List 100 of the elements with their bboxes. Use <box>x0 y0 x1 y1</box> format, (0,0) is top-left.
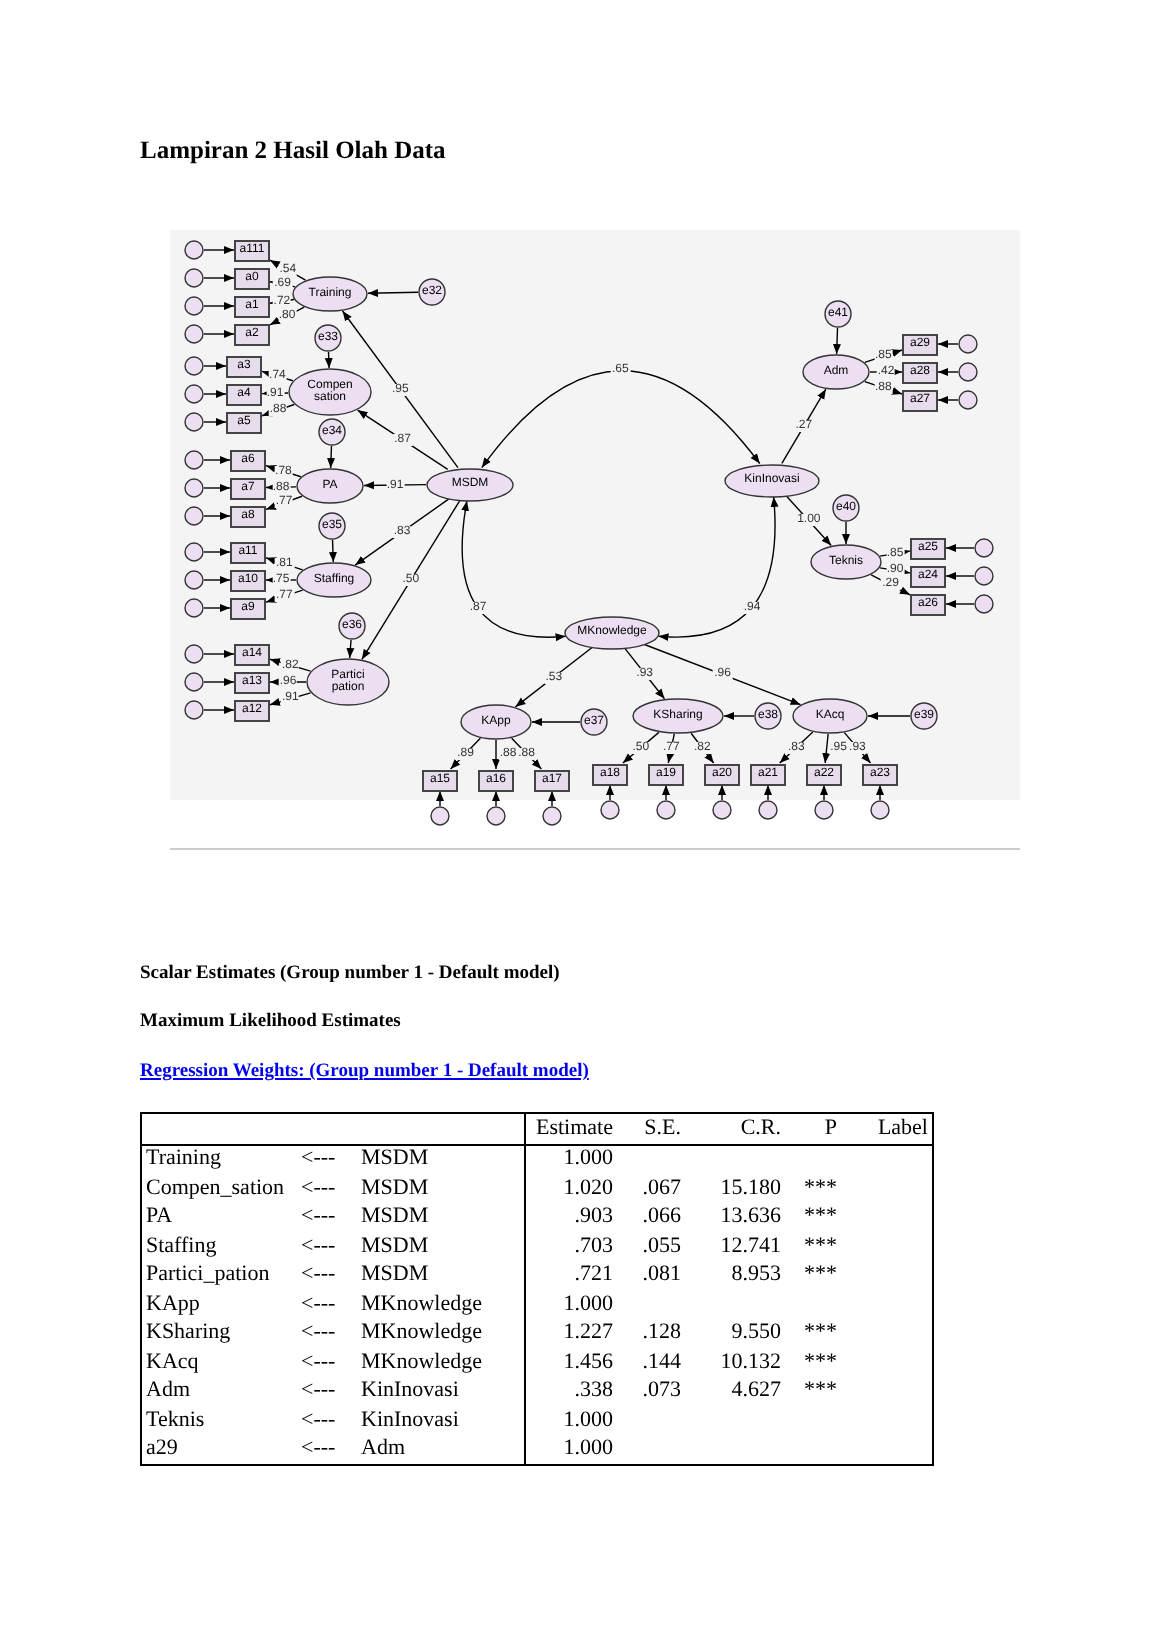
error-circle <box>958 334 978 354</box>
error-circle <box>974 566 994 586</box>
table-cell-text: <--- <box>299 1348 338 1377</box>
table-cell: MKnowledge <box>357 1348 525 1377</box>
table-cell-text: .067 <box>640 1174 683 1203</box>
arrow <box>945 544 975 552</box>
double-headed-arrow <box>461 500 567 641</box>
table-cell-text: 4.627 <box>729 1377 783 1406</box>
arrow <box>945 600 975 608</box>
error-circle <box>184 506 204 526</box>
arrow <box>606 784 614 801</box>
table-cell: Compen_sation <box>141 1174 297 1203</box>
table-cell-text: 8.953 <box>729 1261 783 1290</box>
table-cell: MSDM <box>357 1261 525 1290</box>
table-cell: Training <box>141 1144 297 1174</box>
error-circle <box>712 800 732 820</box>
table-cell: 1.456 <box>525 1348 617 1377</box>
arrow <box>514 646 593 708</box>
error-circle <box>974 538 994 558</box>
arrow <box>203 456 231 464</box>
arrow <box>203 302 235 310</box>
arrow <box>876 784 884 801</box>
arrow <box>492 739 500 770</box>
arrow <box>203 548 231 556</box>
table-cell-text: *** <box>802 1203 839 1232</box>
arrow <box>203 512 231 520</box>
arrow <box>203 246 235 254</box>
error-circle <box>184 240 204 260</box>
arrow <box>356 409 449 471</box>
error-circle <box>184 412 204 432</box>
table-cell-text: 15.180 <box>718 1174 783 1203</box>
table-cell: MKnowledge <box>357 1290 525 1319</box>
error-circle <box>184 384 204 404</box>
table-cell-text: .066 <box>640 1203 683 1232</box>
arrow <box>203 274 235 282</box>
arrow <box>328 539 337 563</box>
table-cell-text: 9.550 <box>729 1319 783 1348</box>
arrow <box>203 706 235 714</box>
arrow <box>203 604 231 612</box>
arrow <box>203 650 235 658</box>
table-cell: 1.000 <box>525 1144 617 1174</box>
table-cell-text: *** <box>802 1377 839 1406</box>
error-circle <box>958 362 978 382</box>
table-cell: MSDM <box>357 1174 525 1203</box>
table-cell-text: <--- <box>299 1203 338 1232</box>
section-heading: Scalar Estimates (Group number 1 - Default model) <box>140 964 560 984</box>
error-circle <box>184 478 204 498</box>
table-cell-text: 10.132 <box>718 1348 783 1377</box>
error-circle <box>958 390 978 410</box>
arrow <box>354 498 450 566</box>
arrow <box>203 484 231 492</box>
error-circle <box>974 594 994 614</box>
arrow <box>363 481 427 490</box>
arrow <box>361 499 461 661</box>
table-cell: 1.000 <box>525 1435 617 1465</box>
error-circle <box>656 800 676 820</box>
double-headed-arrow <box>481 370 761 469</box>
table-cell-text: .128 <box>640 1319 683 1348</box>
table-cell-text: <--- <box>299 1174 338 1203</box>
error-circle <box>184 644 204 664</box>
error-circle <box>430 806 450 826</box>
error-circle <box>184 296 204 316</box>
table-cell: .703 <box>525 1232 617 1261</box>
arrow <box>624 647 666 700</box>
arrow <box>842 521 850 545</box>
arrow <box>723 712 755 720</box>
table-cell-text: 13.636 <box>718 1203 783 1232</box>
arrow <box>666 733 675 764</box>
table-cell: .338 <box>525 1377 617 1406</box>
error-circle <box>184 672 204 692</box>
arrow <box>937 340 959 348</box>
error-circle <box>184 542 204 562</box>
table-cell: KApp <box>141 1290 297 1319</box>
table-cell: Teknis <box>141 1406 297 1435</box>
error-circle <box>184 598 204 618</box>
error-circle <box>870 800 890 820</box>
arrow <box>843 731 872 764</box>
arrow <box>327 445 336 469</box>
table-cell: Partici_pation <box>141 1261 297 1290</box>
arrow <box>203 576 231 584</box>
error-circle <box>542 806 562 826</box>
table-cell: KinInovasi <box>357 1406 525 1435</box>
table-cell-text: <--- <box>299 1406 338 1435</box>
error-circle <box>758 800 778 820</box>
table-cell-text: *** <box>802 1261 839 1290</box>
section-heading: Maximum Likelihood Estimates <box>140 1012 401 1032</box>
table-cell-text: .144 <box>640 1348 683 1377</box>
table-cell-text: .055 <box>640 1232 683 1261</box>
error-circle <box>486 806 506 826</box>
error-circle <box>814 800 834 820</box>
column-header: C.R. <box>685 1113 785 1144</box>
error-circle <box>184 450 204 470</box>
arrow <box>781 388 827 465</box>
table-cell-text: *** <box>802 1348 839 1377</box>
table-cell: Adm <box>357 1435 525 1465</box>
table-cell: MSDM <box>357 1203 525 1232</box>
arrow <box>324 351 333 369</box>
arrow <box>764 784 772 801</box>
table-cell-text: .081 <box>640 1261 683 1290</box>
double-headed-arrow <box>657 496 779 641</box>
